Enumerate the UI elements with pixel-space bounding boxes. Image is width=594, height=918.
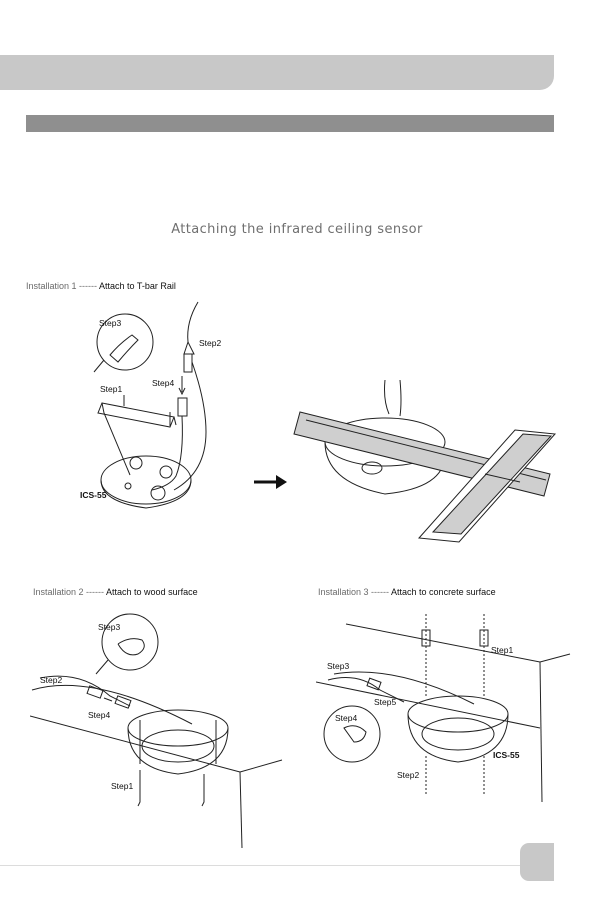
fig1-step4-label: Step4: [152, 378, 175, 388]
wood-surface-diagram: [30, 613, 283, 848]
installation-3-name: Attach to concrete surface: [391, 587, 496, 597]
installation-2-prefix: Installation 2 ------: [33, 587, 107, 597]
fig2-step1-label: Step1: [111, 781, 134, 791]
installation-1-prefix: Installation 1 ------: [26, 281, 100, 291]
footer-divider: [0, 865, 520, 866]
tbar-exploded-diagram: [93, 301, 207, 509]
arrow-right-icon: [254, 475, 287, 489]
fig3-step1-label: Step1: [491, 645, 514, 655]
section-bar: [26, 115, 554, 132]
fig3-step2-label: Step2: [397, 770, 420, 780]
fig1-step1-label: Step1: [100, 384, 123, 394]
fig3-step4-label: Step4: [335, 713, 358, 723]
header-bar: [0, 55, 554, 90]
fig2-step2-label: Step2: [40, 675, 63, 685]
concrete-surface-diagram: [316, 614, 571, 803]
tbar-assembled-diagram: [293, 379, 557, 543]
fig2-step4-label: Step4: [88, 710, 111, 720]
installation-3-caption: Installation 3 ------ Attach to concrete…: [318, 587, 496, 597]
page-title: Attaching the infrared ceiling sensor: [171, 222, 423, 237]
fig3-step3-label: Step3: [327, 661, 350, 671]
installation-2-caption: Installation 2 ------ Attach to wood sur…: [33, 587, 198, 597]
fig2-step3-label: Step3: [98, 622, 121, 632]
fig3-step5-label: Step5: [374, 697, 397, 707]
fig3-model-label: ICS-55: [493, 750, 520, 760]
fig1-step3-label: Step3: [99, 318, 122, 328]
fig1-model-label: ICS-55: [80, 490, 107, 500]
page-number-tab: [520, 843, 554, 881]
installation-1-caption: Installation 1 ------ Attach to T-bar Ra…: [26, 281, 176, 291]
fig1-step2-label: Step2: [199, 338, 222, 348]
installation-1-name: Attach to T-bar Rail: [99, 281, 176, 291]
installation-3-prefix: Installation 3 ------: [318, 587, 392, 597]
installation-2-name: Attach to wood surface: [106, 587, 198, 597]
